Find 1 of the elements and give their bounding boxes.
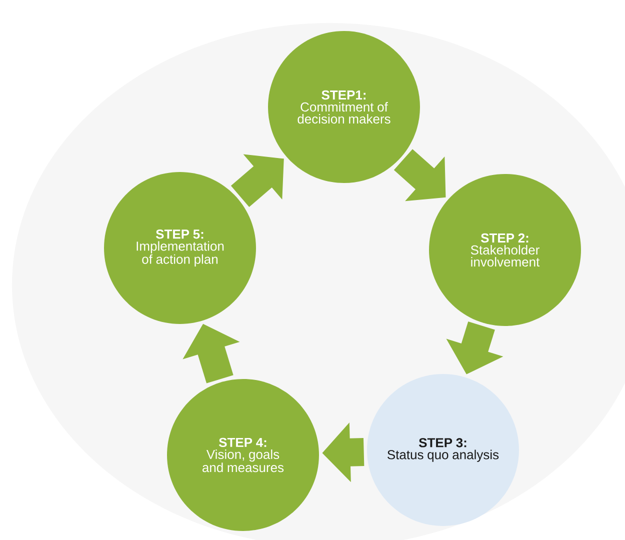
block-arrow	[230, 154, 284, 207]
